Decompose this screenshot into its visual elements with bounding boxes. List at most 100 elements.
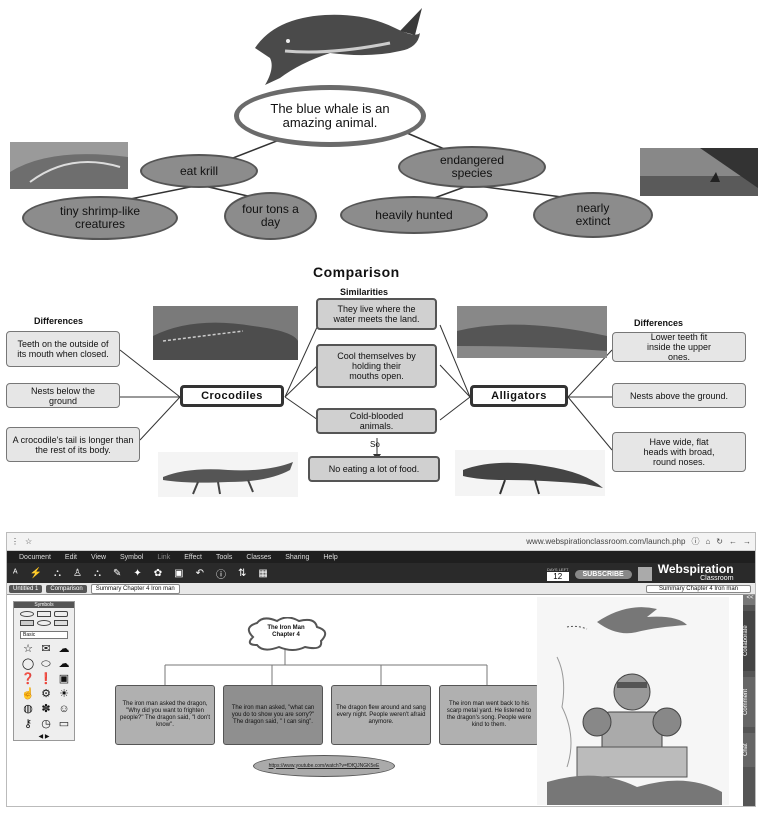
- star-icon[interactable]: ☆: [25, 537, 33, 546]
- tree-icon[interactable]: ⛬: [93, 567, 101, 579]
- rect-shape-icon[interactable]: [37, 611, 51, 617]
- reload-icon[interactable]: ↻: [716, 537, 723, 546]
- similarity-box[interactable]: Cool themselves by holding their mouths …: [316, 344, 437, 388]
- bubble-shape-icon[interactable]: ◯: [21, 658, 35, 670]
- lightbulb-icon[interactable]: ☀: [59, 688, 69, 700]
- menu-link[interactable]: Link: [157, 553, 171, 561]
- menu-dots-icon[interactable]: ⋮: [11, 537, 19, 546]
- difference-box-left[interactable]: A crocodile's tail is longer than the re…: [6, 427, 140, 462]
- back-icon[interactable]: ←: [729, 537, 737, 546]
- globe-icon[interactable]: ◍: [23, 703, 33, 715]
- app-toolbar: ᴬ ⚡ ⛬ ♙ ⛬ ✎ ✦ ✿ ▣ ↶ ⓘ ⇅ ▦ DAYS LEFT 12 S…: [7, 563, 755, 583]
- comparison-title: Comparison: [313, 264, 400, 280]
- differences-left-label: Differences: [34, 316, 84, 326]
- menu-view[interactable]: View: [90, 553, 107, 561]
- forward-icon[interactable]: →: [743, 537, 751, 546]
- address-bar[interactable]: ⋮ ☆ www.webspirationclassroom.com/launch…: [7, 533, 755, 551]
- difference-text: A crocodile's tail is longer than the re…: [12, 434, 134, 455]
- summary-box[interactable]: The iron man asked the dragon, "Why did …: [115, 685, 215, 745]
- similarity-box[interactable]: They live where the water meets the land…: [316, 298, 437, 330]
- gear-icon[interactable]: ⚙: [41, 688, 51, 700]
- alligators-node[interactable]: Alligators: [470, 385, 568, 407]
- menu-document[interactable]: Document: [19, 553, 51, 561]
- cloud-shape-icon[interactable]: ☁: [58, 643, 70, 655]
- info-tool-icon[interactable]: ⓘ: [215, 569, 226, 581]
- palette-pager[interactable]: ◀ ▶: [38, 734, 50, 740]
- youtube-link-text[interactable]: https://www.youtube.com/watch?v=fDfQJNGK…: [268, 762, 380, 769]
- ellipse-shape-icon[interactable]: [37, 620, 51, 626]
- computer-icon[interactable]: ▭: [58, 718, 70, 730]
- note-shape-icon[interactable]: [20, 620, 34, 626]
- menu-edit[interactable]: Edit: [64, 553, 77, 561]
- eat-krill-node[interactable]: eat krill: [140, 154, 258, 188]
- url-text[interactable]: www.webspirationclassroom.com/launch.php: [526, 537, 686, 546]
- hand-icon[interactable]: ☝: [21, 688, 35, 700]
- menu-tools[interactable]: Tools: [215, 553, 233, 561]
- pen-icon[interactable]: ✎: [112, 567, 122, 579]
- menu-effect[interactable]: Effect: [184, 553, 202, 561]
- envelope-shape-icon[interactable]: ✉: [41, 643, 51, 655]
- crocodiles-node[interactable]: Crocodiles: [180, 385, 284, 407]
- difference-box-right[interactable]: Have wide, flat heads with broad, round …: [612, 432, 746, 472]
- rounded-shape-icon[interactable]: [54, 611, 68, 617]
- summary-box[interactable]: The dragon flew around and sang every ni…: [331, 685, 431, 745]
- rapidfire-icon[interactable]: ⚡: [29, 567, 42, 579]
- palette-select[interactable]: Basic: [20, 631, 68, 639]
- summary-box[interactable]: The iron man asked, "what can you do to …: [223, 685, 323, 745]
- clock-icon[interactable]: ◷: [41, 718, 51, 730]
- conclusion-box[interactable]: No eating a lot of food.: [308, 456, 440, 482]
- chat-tab[interactable]: Chat: [743, 733, 755, 767]
- browser-window: ⋮ ☆ www.webspirationclassroom.com/launch…: [6, 532, 756, 807]
- info-icon[interactable]: ⓘ: [691, 537, 700, 546]
- iron-man-title-node[interactable]: The Iron Man Chapter 4: [267, 625, 305, 638]
- menu-symbol[interactable]: Symbol: [120, 553, 144, 561]
- menu-sharing[interactable]: Sharing: [285, 553, 310, 561]
- exclamation-icon[interactable]: ❗: [39, 673, 53, 685]
- home-icon[interactable]: ⌂: [705, 537, 711, 546]
- leaf-text: tiny shrimp-like creatures: [59, 204, 140, 231]
- arrange-icon[interactable]: ♙: [72, 567, 82, 579]
- cloud-outline-icon[interactable]: ☁: [58, 658, 70, 670]
- collapse-panel-button[interactable]: <<: [743, 595, 755, 605]
- difference-box-right[interactable]: Lower teeth fit inside the upper ones.: [612, 332, 746, 362]
- collaborate-tab[interactable]: Collaborate: [743, 611, 755, 671]
- leaf-node-tons[interactable]: four tons a day: [224, 192, 317, 240]
- oval-outline-icon[interactable]: ⬭: [41, 658, 51, 670]
- difference-box-right[interactable]: Nests above the ground.: [612, 383, 746, 408]
- person-icon[interactable]: ☺: [58, 703, 70, 715]
- similarity-box[interactable]: Cold-blooded animals.: [316, 408, 437, 434]
- undo-icon[interactable]: ↶: [195, 567, 204, 579]
- square-shape-icon[interactable]: [54, 620, 68, 626]
- star-shape-icon[interactable]: ☆: [23, 643, 33, 655]
- link-icon[interactable]: ✦: [133, 567, 142, 579]
- tab-untitled[interactable]: Untitled 1: [9, 584, 43, 593]
- summary-box[interactable]: The iron man went back to his scarp meta…: [439, 685, 539, 745]
- leaf-node-hunted[interactable]: heavily hunted: [340, 196, 488, 234]
- whale-center-node[interactable]: The blue whale is an amazing animal.: [234, 85, 426, 147]
- tab-comparison[interactable]: Comparison: [46, 584, 87, 593]
- oval-shape-icon[interactable]: [20, 611, 34, 617]
- menu-classes[interactable]: Classes: [246, 553, 272, 561]
- key-icon[interactable]: ⚷: [23, 718, 33, 730]
- color-icon[interactable]: ✿: [153, 567, 163, 579]
- difference-box-left[interactable]: Nests below the ground: [6, 383, 120, 408]
- youtube-link-node[interactable]: https://www.youtube.com/watch?v=fDfQJNGK…: [253, 755, 395, 777]
- difference-box-left[interactable]: Teeth on the outside of its mouth when c…: [6, 331, 120, 367]
- comment-tab[interactable]: Comment: [743, 677, 755, 727]
- outline-icon[interactable]: ▦: [258, 567, 268, 579]
- create-tool-icon[interactable]: ⛬: [53, 567, 61, 579]
- leaf-node-shrimp[interactable]: tiny shrimp-like creatures: [22, 196, 178, 240]
- question-icon[interactable]: ❓: [21, 673, 35, 685]
- tab-summary[interactable]: Summary Chapter 4 Iron man: [90, 583, 180, 594]
- cube-icon[interactable]: ▣: [58, 673, 70, 685]
- diagram-canvas[interactable]: Symbols Basic ☆ ✉ ☁ ◯ ⬭ ☁ ❓ ❗ ▣ ☝: [7, 595, 755, 806]
- similarity-text: They live where the water meets the land…: [333, 304, 420, 324]
- menu-help[interactable]: Help: [323, 553, 338, 561]
- puzzle-icon[interactable]: ✽: [41, 703, 51, 715]
- endangered-species-node[interactable]: endangered species: [398, 146, 546, 188]
- subscribe-button[interactable]: SUBSCRIBE: [574, 569, 632, 579]
- leaf-node-extinct[interactable]: nearly extinct: [533, 192, 653, 238]
- transfer-icon[interactable]: ⇅: [237, 567, 247, 579]
- stamp-icon[interactable]: ▣: [174, 567, 184, 579]
- text-tool-icon[interactable]: ᴬ: [13, 567, 18, 579]
